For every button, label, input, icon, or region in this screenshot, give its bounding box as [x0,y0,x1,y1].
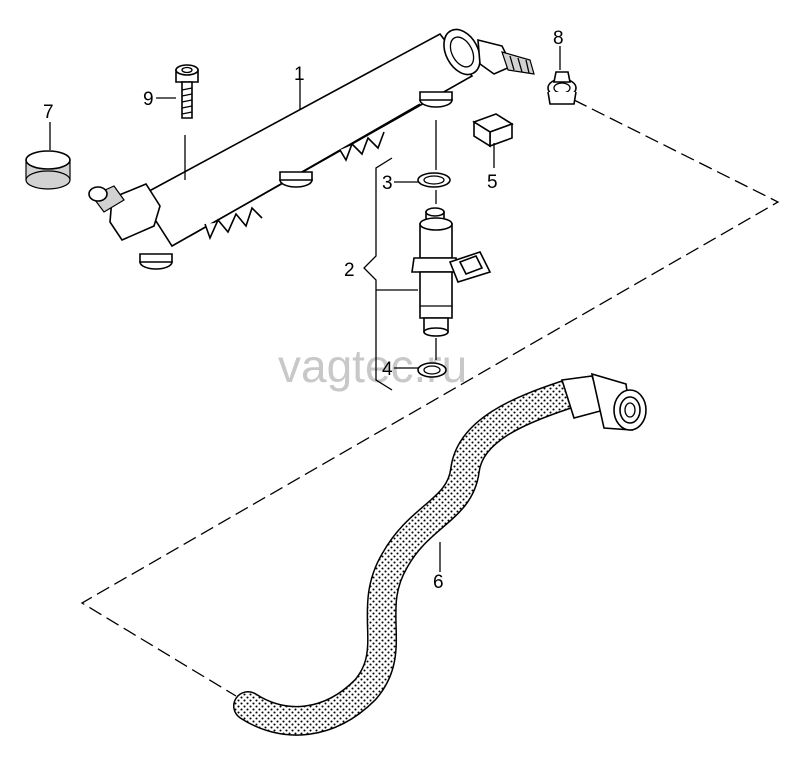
leader-lines [49,46,561,572]
label-part-9: 9 [143,89,154,110]
retaining-clip [472,113,514,148]
label-part-4: 4 [382,359,393,380]
label-part-7: 7 [43,102,54,123]
fuel-hose [233,372,647,736]
label-part-1: 1 [294,64,305,85]
label-part-3: 3 [382,173,393,194]
fuel-rail [88,28,535,270]
o-ring-upper [417,172,451,188]
label-part-5: 5 [487,172,498,193]
label-part-8: 8 [553,28,564,49]
label-part-6: 6 [433,572,444,593]
o-ring-lower [417,362,447,378]
hose-routing-dashed-line [80,99,780,697]
label-part-2: 2 [344,260,355,281]
protective-cap [25,150,71,190]
bolt [175,64,199,119]
hose-clamp [547,71,577,105]
fuel-injector [411,207,492,337]
